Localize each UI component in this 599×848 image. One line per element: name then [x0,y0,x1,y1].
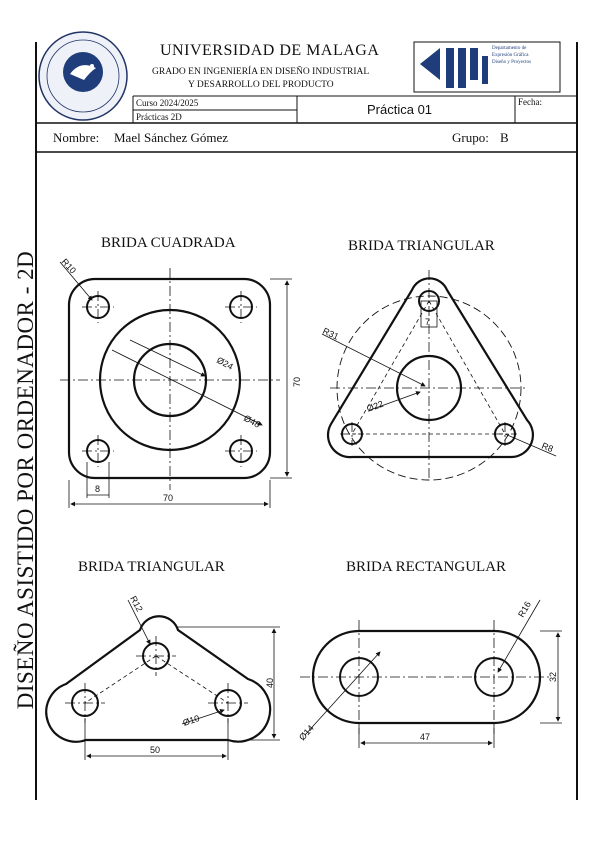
student-name: Mael Sánchez Gómez [114,130,229,145]
drawing-3-title: BRIDA TRIANGULAR [78,559,225,575]
subject-label: Prácticas 2D [136,112,182,122]
dept-line-3: Diseño y Proyectos [492,60,531,65]
left-border [35,42,37,800]
drawing-triangular-flange-1 [321,270,557,481]
dim-d1-offset: 8 [95,484,100,494]
dim-d1-width: 70 [163,493,173,503]
department-logo [413,41,561,93]
group-label: Grupo: [452,130,489,145]
group-value: B [500,130,509,145]
dim-d4-width: 47 [420,732,430,742]
dim-d4-height: 32 [548,672,558,682]
dim-d2-d-center: Ø22 [365,399,384,414]
drawing-triangular-flange-2 [45,599,280,760]
drawing-rectangular-flange [300,599,562,748]
course-label: Curso 2024/2025 [136,98,199,108]
dim-d2-slot: 7 [425,317,430,327]
dim-d2-r-big: R31 [321,326,340,342]
practice-label: Práctica 01 [367,102,433,117]
header-block [35,31,576,153]
dim-d1-r-corner: R10 [60,257,78,276]
right-border [576,42,578,800]
dim-d1-d-inner: Ø24 [215,355,235,372]
drawing-square-flange [59,261,292,508]
dim-d3-d-hole: Ø10 [182,713,201,728]
dim-d3-width: 50 [150,745,160,755]
date-label: Fecha: [518,97,542,107]
drawing-4-title: BRIDA RECTANGULAR [346,559,507,575]
degree-line-1: GRADO EN INGENIERÍA EN DISEÑO INDUSTRIAL [152,67,370,77]
dept-line-2: Expresión Gráfica [492,53,529,58]
degree-line-2: Y DESARROLLO DEL PRODUCTO [188,80,334,90]
university-seal [38,31,128,121]
name-label: Nombre: [53,130,100,145]
dim-d1-d-outer: Ø48 [242,413,262,430]
drawing-1-title: BRIDA CUADRADA [101,235,236,251]
dim-d2-r-lobe: R8 [540,441,554,455]
dim-d3-height: 40 [265,678,275,688]
dept-line-1: Departamento de [492,46,527,51]
drawing-2-title: BRIDA TRIANGULAR [348,238,495,254]
dim-d1-height: 70 [292,377,302,387]
dim-d3-r-lobe: R12 [128,594,145,613]
university-name: UNIVERSIDAD DE MALAGA [160,42,380,59]
